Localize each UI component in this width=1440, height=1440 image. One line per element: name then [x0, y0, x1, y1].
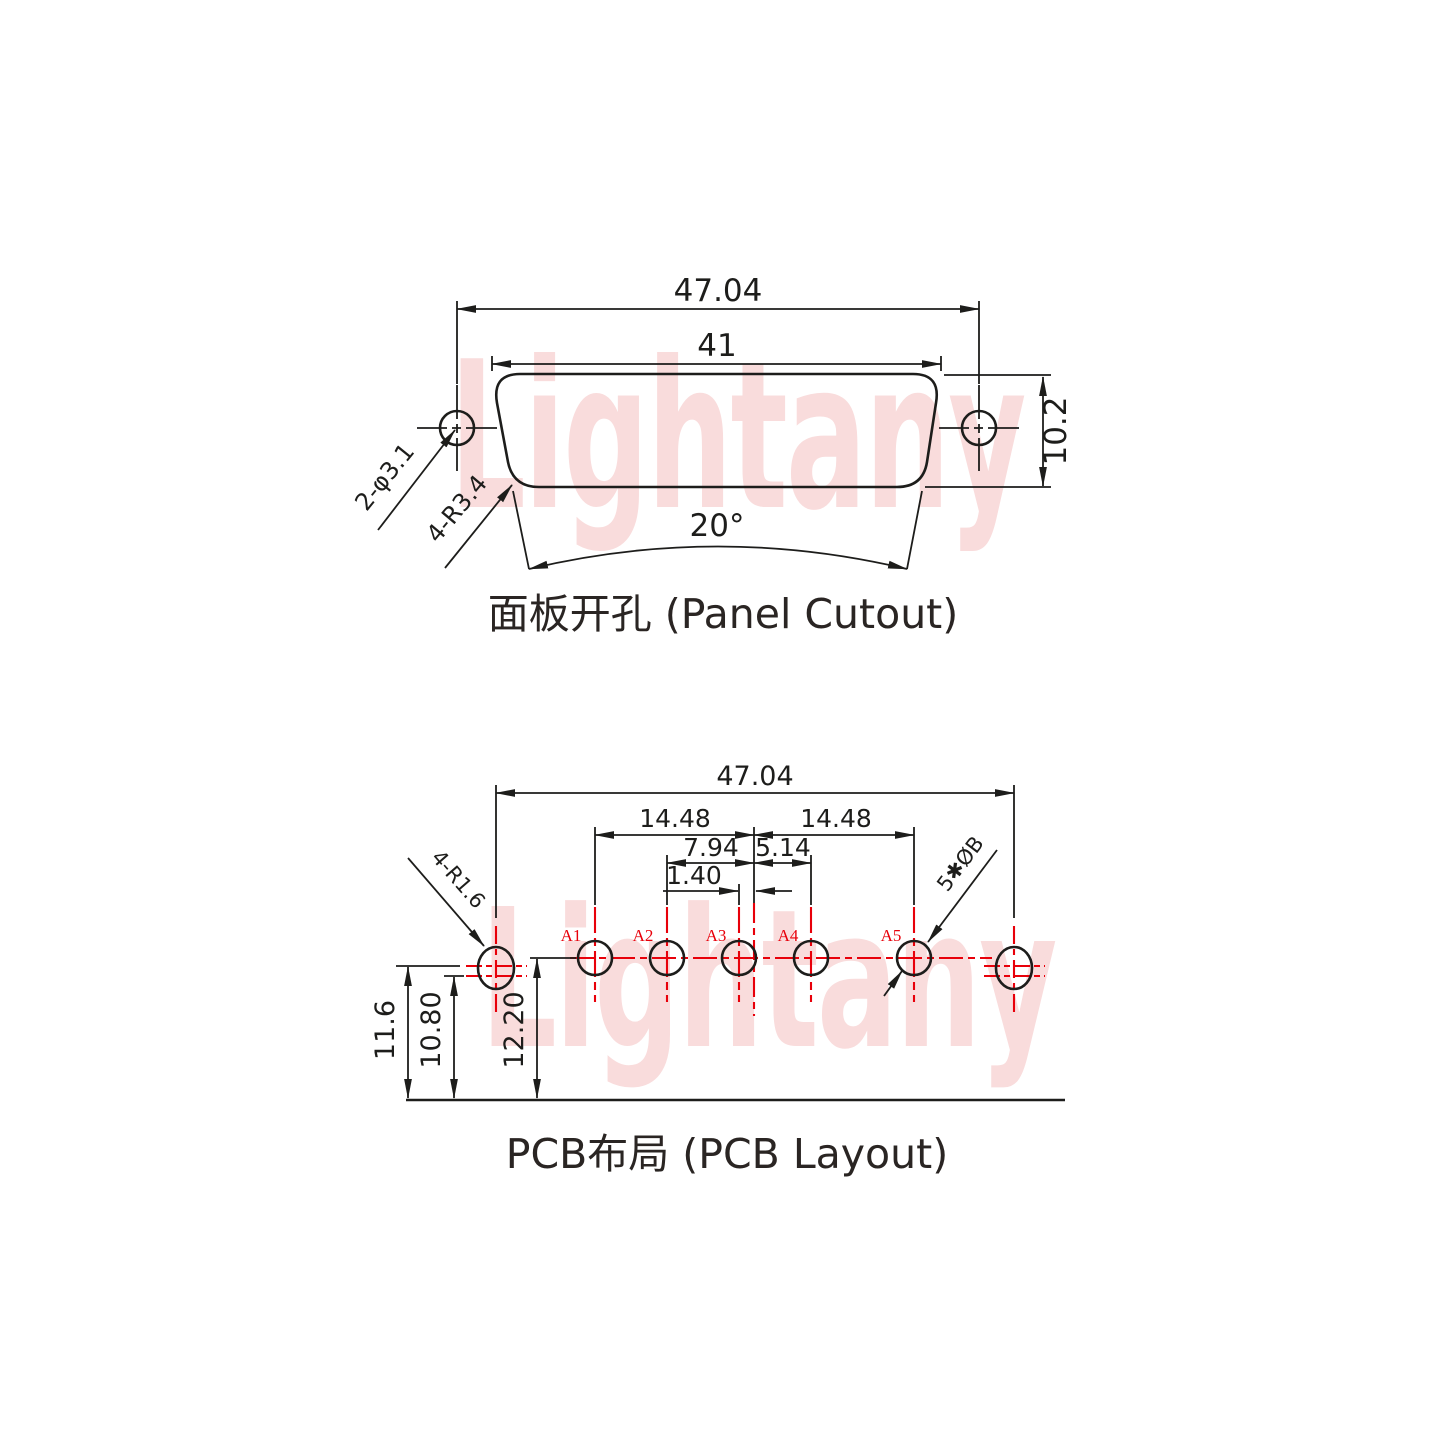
hole-a4 — [792, 939, 830, 977]
dim-panel-overall-width: 47.04 — [456, 273, 980, 384]
pin-label-a4: A4 — [778, 926, 799, 945]
pcb-layout-title: PCB布局 (PCB Layout) — [506, 1130, 948, 1178]
dim-fork-height: 10.80 — [416, 975, 464, 1099]
panel-cutout-title: 面板开孔 (Panel Cutout) — [488, 590, 959, 638]
hole-a1 — [576, 939, 614, 977]
pin-labels: A1 A2 A3 A4 A5 — [561, 926, 902, 945]
leader-line-upper — [927, 849, 998, 943]
bracket-hole-left — [476, 945, 516, 991]
extension-lines — [495, 785, 1015, 918]
leader-line — [377, 429, 456, 531]
dim-a3-offset: 1.40 — [663, 861, 792, 905]
dimension-value: 10.2 — [1038, 396, 1074, 465]
leader-line — [407, 857, 485, 947]
watermark-bottom: Lightany — [481, 867, 1058, 1091]
dimension-value: 1.40 — [666, 861, 722, 890]
pin-label-a1: A1 — [561, 926, 582, 945]
dim-bracket-height: 11.6 — [370, 965, 460, 1099]
dim-panel-opening-width: 41 — [491, 328, 942, 371]
hole-a2 — [648, 939, 686, 977]
panel-mount-hole-right — [939, 385, 1019, 471]
dimension-value: 47.04 — [674, 273, 763, 309]
dimension-value: 14.48 — [639, 804, 711, 833]
extension-lines — [925, 374, 1051, 488]
callout-mount-radius: 4-R1.6 — [407, 846, 490, 947]
dim-mid-spans: 7.94 5.14 — [666, 833, 812, 905]
extension-lines — [456, 301, 980, 384]
panel-cutout-outline — [494, 372, 939, 489]
dim-pcb-overall-width: 47.04 — [495, 761, 1015, 918]
panel-mount-hole-left — [417, 385, 497, 471]
angle-arc — [528, 545, 908, 570]
dim-left-span: 14.48 14.48 — [594, 804, 915, 905]
pin-label-a2: A2 — [633, 926, 654, 945]
dimension-value: 12.20 — [499, 991, 530, 1068]
pin-label-a5: A5 — [881, 926, 902, 945]
hole-a3 — [720, 939, 758, 977]
hole-crosshair — [417, 385, 497, 471]
dimension-value: 20° — [690, 508, 745, 544]
contact-holes — [476, 939, 1034, 991]
dim-panel-opening-height: 10.2 — [925, 374, 1074, 488]
hole-crosshair — [939, 385, 1019, 471]
angle-extension-lines — [512, 490, 923, 570]
pin-label-a3: A3 — [706, 926, 727, 945]
dim-row-height: 12.20 — [499, 957, 576, 1099]
dimension-value: 10.80 — [416, 991, 447, 1068]
dimension-value: 11.6 — [370, 1000, 401, 1060]
dimension-value-514: 5.14 — [755, 833, 811, 862]
bracket-hole-right — [994, 945, 1034, 991]
callout-text: 2-φ3.1 — [349, 438, 420, 516]
leader-line-lower — [883, 970, 903, 997]
dim-panel-draft-angle: 20° — [512, 490, 923, 570]
dimension-value: 47.04 — [716, 761, 793, 792]
hole-a5 — [895, 939, 933, 977]
leader-line — [444, 484, 513, 569]
dimension-value-right: 14.48 — [800, 804, 872, 833]
dimension-value-794: 7.94 — [683, 833, 739, 862]
dimension-value: 41 — [697, 328, 736, 364]
watermark-text: Lightany — [481, 867, 1056, 1091]
red-centerlines — [466, 903, 1045, 1016]
